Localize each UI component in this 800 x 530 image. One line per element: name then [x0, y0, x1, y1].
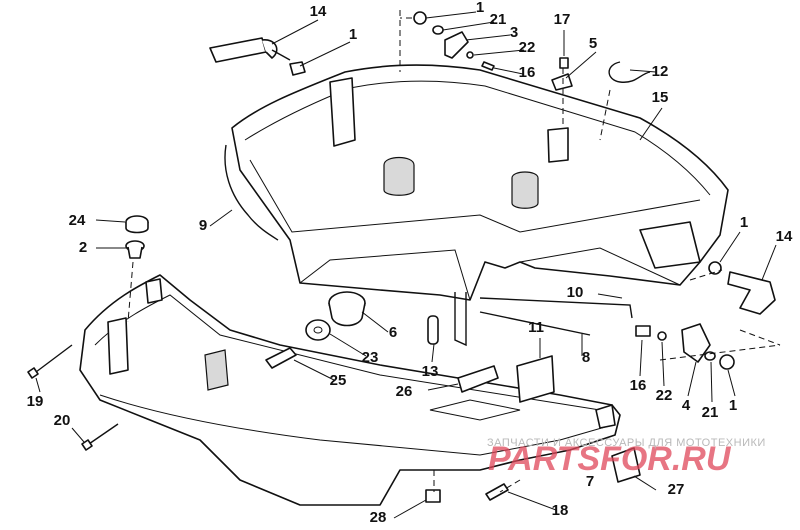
latch-part-27 [611, 447, 641, 483]
callout-3: 3 [510, 24, 518, 41]
callout-24: 24 [69, 212, 86, 229]
watermark-logo: PARTSFOR.RU [488, 440, 732, 478]
handle-part-14-top [209, 37, 291, 63]
bracket-part-3 [444, 31, 469, 59]
callout-19: 19 [27, 393, 44, 410]
callout-12: 12 [652, 63, 669, 80]
washer-part-23 [305, 319, 331, 341]
leader-lines [35, 11, 777, 519]
callout-5: 5 [589, 35, 597, 52]
rod-part-8 [479, 311, 591, 336]
callout-16: 16 [630, 377, 647, 394]
watermark-tagline: ЗАПЧАСТИ И АКСЕССУАРЫ ДЛЯ МОТОТЕХНИКИ [487, 437, 766, 449]
nut-part-1-lower [719, 354, 735, 370]
callout-11: 11 [528, 319, 544, 336]
washer-part-21-lower [704, 351, 716, 361]
callout-20: 20 [54, 412, 71, 429]
callout-26: 26 [396, 383, 413, 400]
callout-7: 7 [586, 473, 594, 490]
callout-27: 27 [668, 481, 685, 498]
callout-22: 22 [519, 39, 536, 56]
grommet-part-24 [125, 215, 149, 234]
grommet-part-6 [328, 291, 366, 327]
assembly-lines [127, 10, 781, 493]
callout-23: 23 [362, 349, 379, 366]
bolt-part-20 [85, 423, 119, 447]
bracket-part-4 [681, 323, 711, 363]
bolt-part-19 [31, 344, 73, 376]
upper-cover-pan [231, 64, 729, 347]
screw-part-16-lower [635, 325, 651, 337]
block-part-26 [457, 365, 499, 393]
clip-part-13 [427, 315, 439, 345]
callout-1: 1 [476, 0, 484, 16]
callout-21: 21 [490, 11, 507, 28]
callout-28: 28 [370, 509, 387, 526]
callout-9: 9 [199, 217, 207, 234]
callout-14: 14 [776, 228, 793, 245]
callout-16: 16 [519, 64, 536, 81]
callout-10: 10 [567, 284, 584, 301]
callout-22: 22 [656, 387, 673, 404]
screw-part-16 [481, 61, 495, 71]
callout-18: 18 [552, 502, 569, 519]
stud-part-25 [265, 347, 297, 369]
screw-part-18 [485, 483, 509, 501]
screw-part-17 [559, 57, 569, 69]
lower-cover [79, 274, 621, 506]
plug-part-28 [425, 489, 441, 503]
spring-part-12 [608, 61, 651, 83]
callout-21: 21 [702, 404, 719, 421]
callout-6: 6 [389, 324, 397, 341]
callout-2: 2 [79, 239, 87, 256]
bushing-part-2 [125, 240, 145, 259]
callout-15: 15 [652, 89, 669, 106]
nut-part-1-top [413, 11, 427, 25]
callout-13: 13 [422, 363, 439, 380]
callout-17: 17 [554, 11, 571, 28]
callout-25: 25 [330, 372, 347, 389]
nut-part-1 [289, 61, 306, 76]
callout-1: 1 [729, 397, 737, 414]
callout-8: 8 [582, 349, 590, 366]
washer-part-21 [432, 25, 444, 35]
cable-part-9 [224, 144, 279, 241]
callout-4: 4 [682, 397, 691, 414]
washer-part-22-lower [657, 331, 667, 341]
callout-1: 1 [349, 26, 357, 43]
callout-1: 1 [740, 214, 748, 231]
pad-part-11 [516, 355, 555, 403]
washer-part-22 [466, 51, 474, 59]
clip-part-5 [551, 73, 573, 91]
handle-part-14-right [708, 261, 776, 315]
callout-14: 14 [310, 3, 327, 20]
wire-part-10 [479, 297, 633, 319]
